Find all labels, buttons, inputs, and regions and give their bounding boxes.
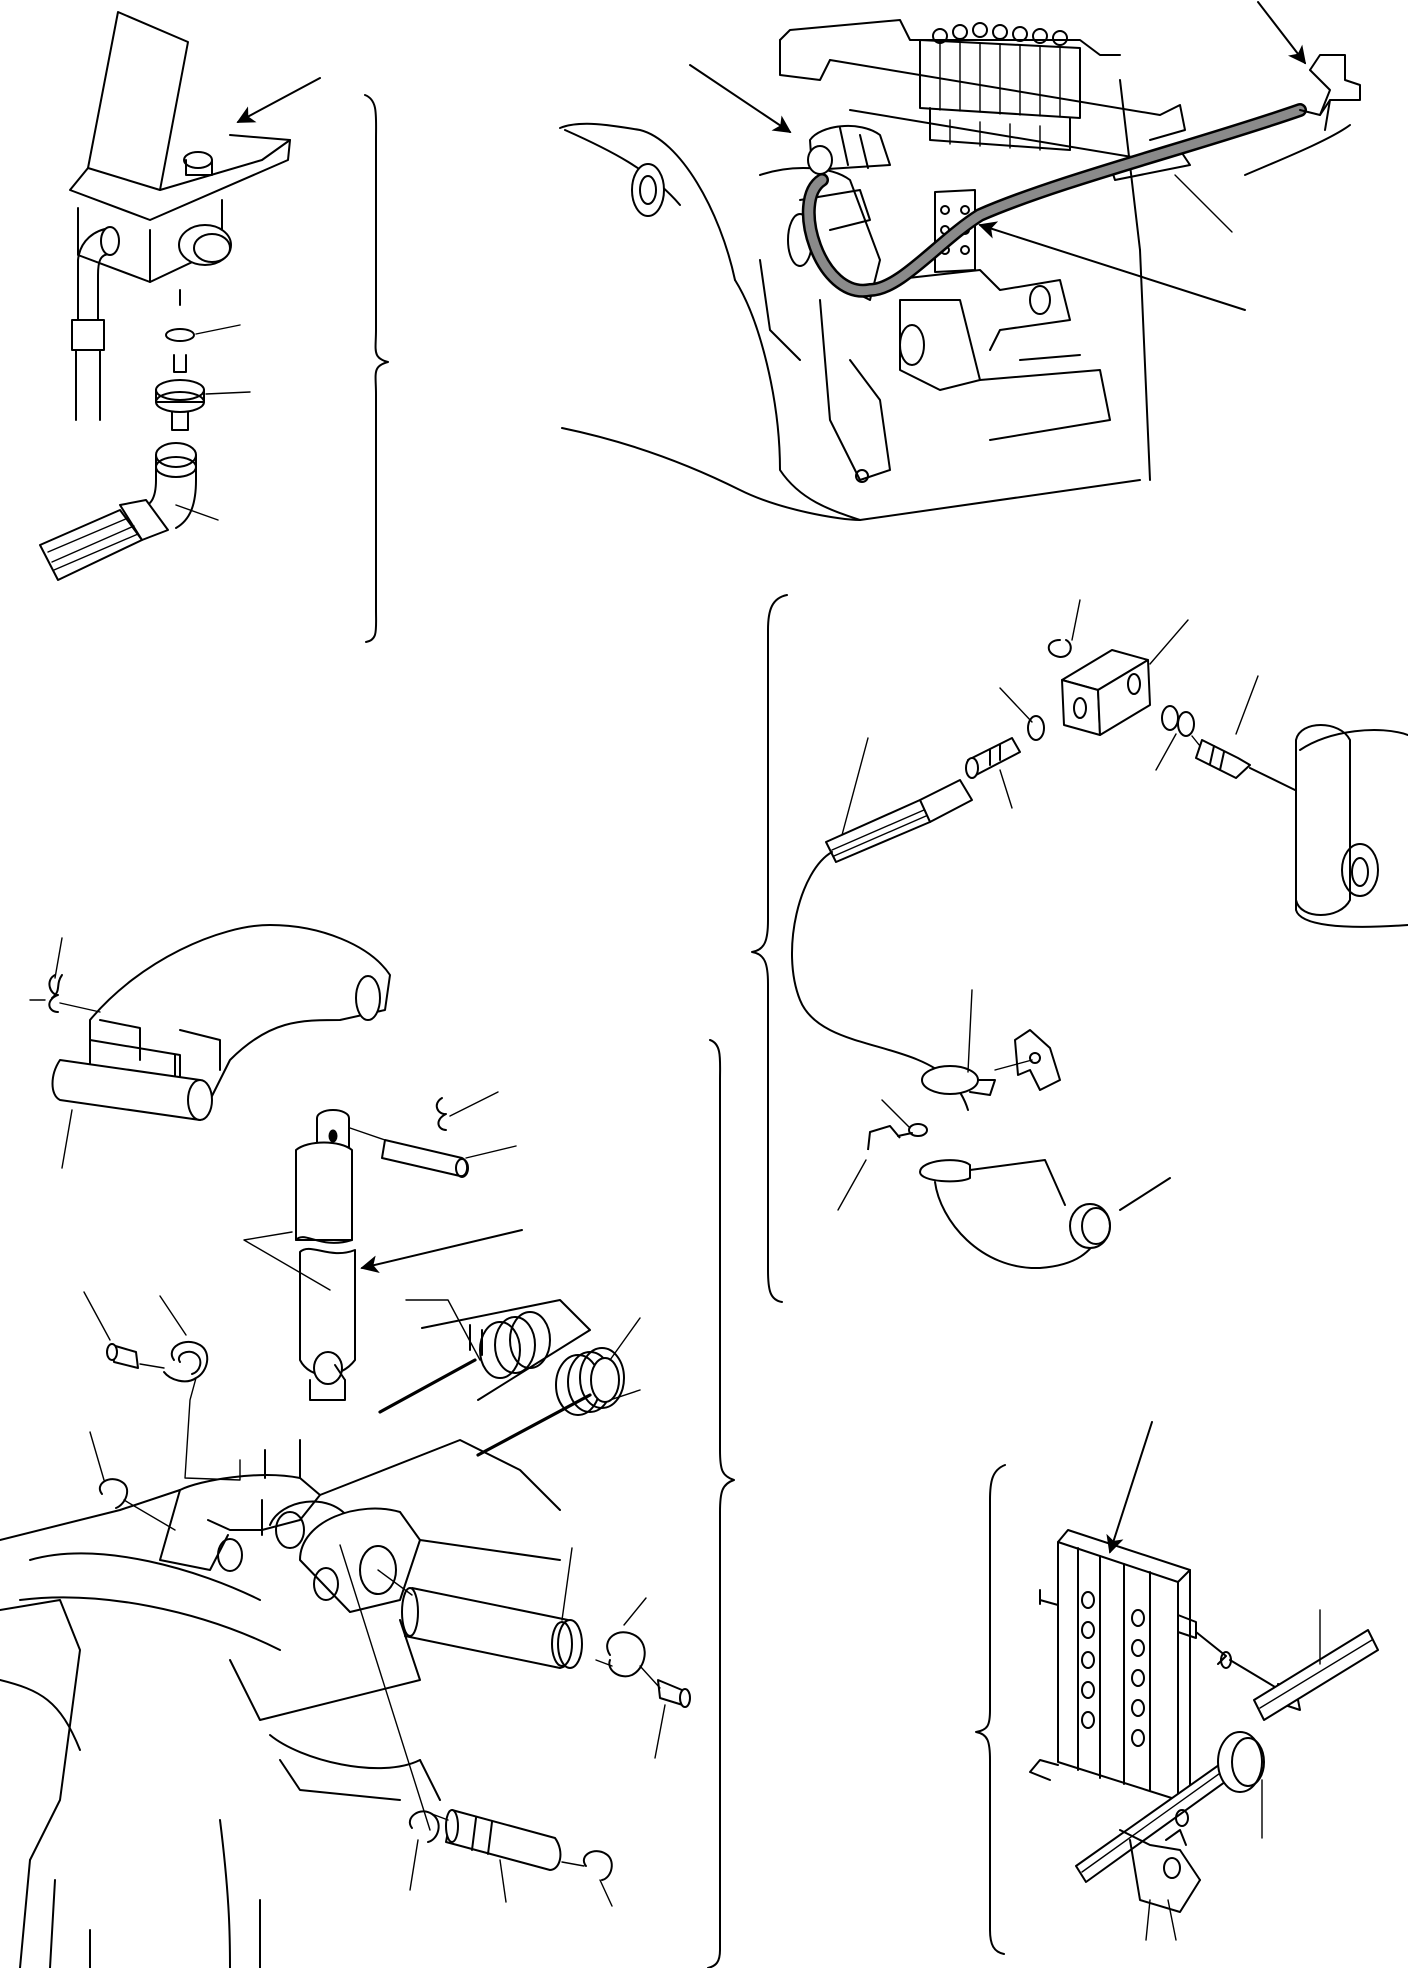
middle-right-panel: [751, 594, 1408, 1303]
bottom-right-panel: [975, 1421, 1379, 1955]
top-left-panel: [39, 11, 389, 643]
left-bottom-panel: [0, 924, 735, 1968]
top-right-panel: [559, 1, 1361, 521]
